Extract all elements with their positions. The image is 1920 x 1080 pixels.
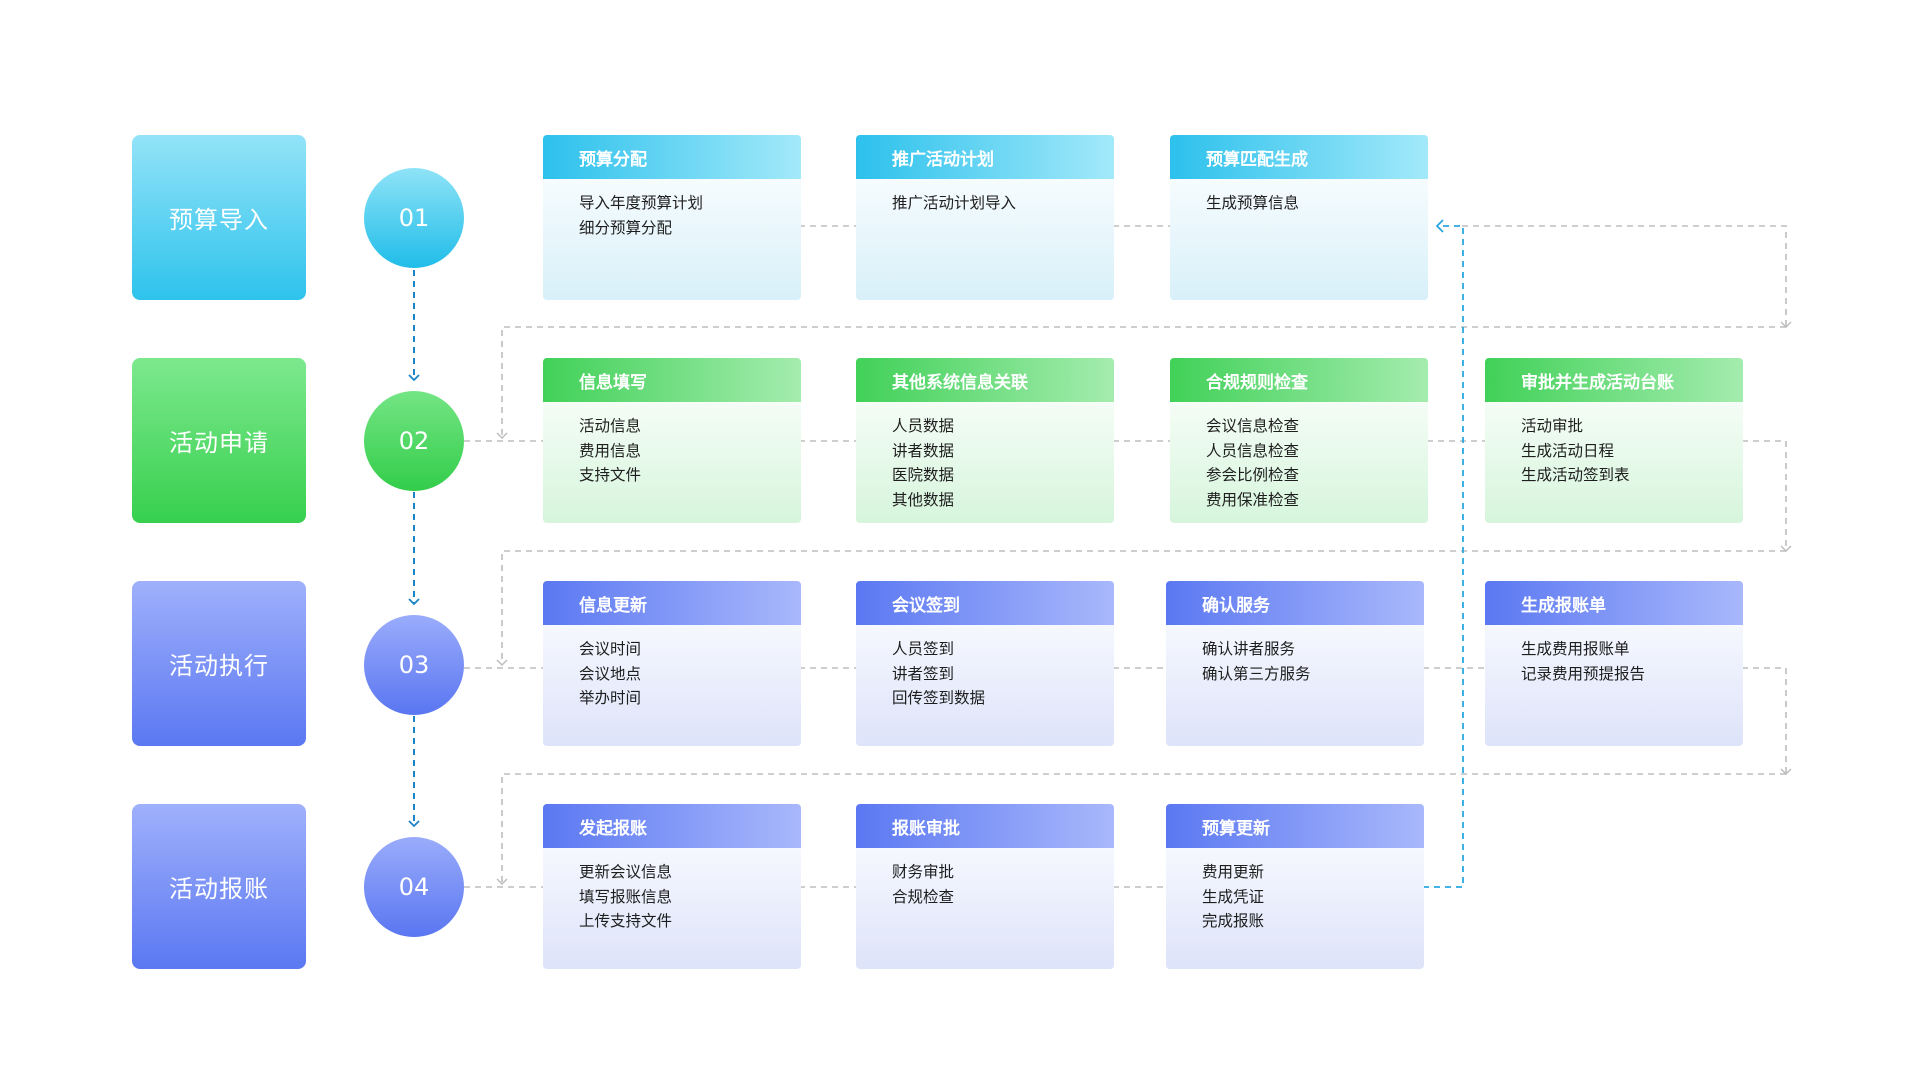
- stage-activity-execution: 活动执行: [132, 581, 306, 746]
- card-start-reimbursement: 发起报账 更新会议信息 填写报账信息 上传支持文件: [543, 804, 801, 969]
- card-reimbursement-approval: 报账审批 财务审批 合规检查: [856, 804, 1114, 969]
- card-item: 生成费用报账单: [1521, 640, 1630, 658]
- card-item: 人员信息检查: [1206, 441, 1300, 460]
- card-item: 合规检查: [892, 887, 955, 906]
- card-item: 生成预算信息: [1206, 194, 1300, 212]
- process-flow-lines: [464, 225, 1792, 888]
- step-number-02: 02: [364, 391, 464, 491]
- card-item: 生成活动签到表: [1521, 466, 1630, 484]
- card-item: 生成凭证: [1202, 887, 1265, 906]
- card-item: 上传支持文件: [579, 912, 673, 930]
- card-title: 确认服务: [1166, 581, 1424, 625]
- card-promotion-plan: 推广活动计划 推广活动计划导入: [856, 135, 1114, 300]
- step-number-01: 01: [364, 168, 464, 268]
- card-item: 举办时间: [579, 689, 642, 707]
- card-info-update: 信息更新 会议时间 会议地点 举办时间: [543, 581, 801, 746]
- card-item: 回传签到数据: [892, 689, 986, 707]
- card-item: 细分预算分配: [579, 218, 673, 237]
- card-title: 生成报账单: [1485, 581, 1743, 625]
- card-title: 会议签到: [856, 581, 1114, 625]
- card-item: 确认第三方服务: [1202, 664, 1311, 683]
- card-item: 完成报账: [1202, 912, 1265, 930]
- card-title: 预算更新: [1166, 804, 1424, 848]
- card-budget-update: 预算更新 费用更新 生成凭证 完成报账: [1166, 804, 1424, 969]
- card-title: 预算匹配生成: [1170, 135, 1428, 179]
- card-item: 记录费用预提报告: [1521, 664, 1646, 683]
- card-budget-match: 预算匹配生成 生成预算信息: [1170, 135, 1428, 300]
- stage-activity-application: 活动申请: [132, 358, 306, 523]
- stage-budget-import: 预算导入: [132, 135, 306, 300]
- card-item: 参会比例检查: [1206, 466, 1300, 484]
- card-confirm-service: 确认服务 确认讲者服务 确认第三方服务: [1166, 581, 1424, 746]
- card-approve-ledger: 审批并生成活动台账 活动审批 生成活动日程 生成活动签到表: [1485, 358, 1743, 523]
- card-item: 费用保准检查: [1206, 490, 1300, 509]
- card-item: 医院数据: [892, 466, 955, 484]
- card-item: 会议地点: [579, 664, 642, 683]
- card-item: 填写报账信息: [579, 887, 673, 906]
- card-item: 人员签到: [892, 640, 955, 658]
- card-item: 确认讲者服务: [1202, 640, 1296, 658]
- card-title: 其他系统信息关联: [856, 358, 1114, 402]
- card-title: 信息填写: [543, 358, 801, 402]
- card-item: 讲者签到: [892, 664, 955, 683]
- card-item: 费用信息: [579, 441, 642, 460]
- card-item: 会议时间: [579, 640, 642, 658]
- card-info-fill: 信息填写 活动信息 费用信息 支持文件: [543, 358, 801, 523]
- card-title: 信息更新: [543, 581, 801, 625]
- card-item: 生成活动日程: [1521, 441, 1615, 460]
- card-title: 审批并生成活动台账: [1485, 358, 1743, 402]
- step-number-03: 03: [364, 615, 464, 715]
- card-title: 预算分配: [543, 135, 801, 179]
- card-title: 合规规则检查: [1170, 358, 1428, 402]
- card-item: 讲者数据: [892, 441, 955, 460]
- card-item: 更新会议信息: [579, 863, 673, 881]
- card-item: 人员数据: [892, 417, 955, 435]
- card-item: 推广活动计划导入: [892, 194, 1017, 212]
- card-meeting-checkin: 会议签到 人员签到 讲者签到 回传签到数据: [856, 581, 1114, 746]
- step-number-04: 04: [364, 837, 464, 937]
- card-generate-reimbursement: 生成报账单 生成费用报账单 记录费用预提报告: [1485, 581, 1743, 746]
- card-item: 财务审批: [892, 863, 955, 881]
- stage-activity-reimbursement: 活动报账: [132, 804, 306, 969]
- card-title: 报账审批: [856, 804, 1114, 848]
- budget-feedback-line: [1423, 219, 1464, 888]
- card-item: 导入年度预算计划: [579, 194, 704, 212]
- card-item: 活动信息: [579, 417, 642, 435]
- card-item: 活动审批: [1521, 417, 1584, 435]
- card-title: 推广活动计划: [856, 135, 1114, 179]
- card-compliance-check: 合规规则检查 会议信息检查 人员信息检查 参会比例检查 费用保准检查: [1170, 358, 1428, 523]
- card-item: 其他数据: [892, 490, 955, 509]
- card-budget-allocation: 预算分配 导入年度预算计划 细分预算分配: [543, 135, 801, 300]
- card-other-system-link: 其他系统信息关联 人员数据 讲者数据 医院数据 其他数据: [856, 358, 1114, 523]
- card-item: 支持文件: [579, 466, 642, 484]
- card-item: 会议信息检查: [1206, 417, 1300, 435]
- card-item: 费用更新: [1202, 863, 1265, 881]
- card-title: 发起报账: [543, 804, 801, 848]
